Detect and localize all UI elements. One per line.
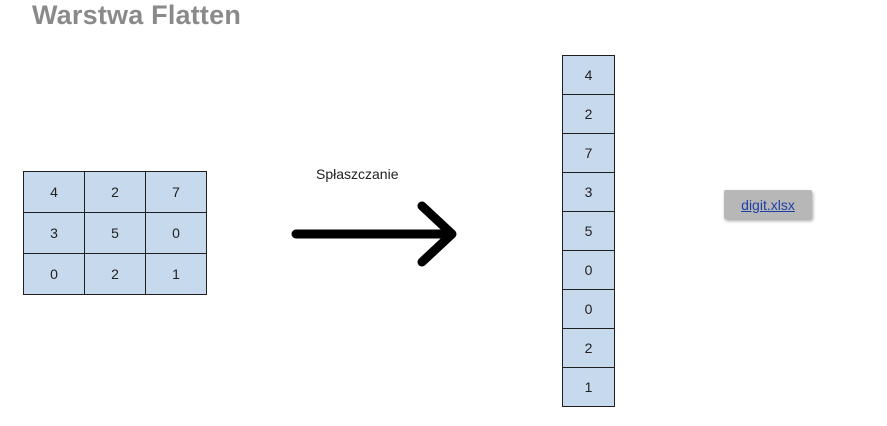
matrix-row: 0 2 1	[23, 253, 207, 295]
matrix-cell: 0	[23, 253, 85, 295]
vector-cell: 2	[562, 328, 615, 368]
matrix-cell: 2	[84, 171, 146, 213]
matrix-row: 3 5 0	[23, 212, 207, 254]
matrix-cell: 3	[23, 212, 85, 254]
matrix-cell: 1	[145, 253, 207, 295]
vector-cell: 4	[562, 55, 615, 95]
flatten-operation-label: Spłaszczanie	[316, 166, 399, 182]
matrix-cell: 7	[145, 171, 207, 213]
vector-cell: 0	[562, 250, 615, 290]
digit-file-button[interactable]: digit.xlsx	[724, 190, 812, 219]
vector-cell: 1	[562, 367, 615, 407]
matrix-cell: 0	[145, 212, 207, 254]
vector-cell: 7	[562, 133, 615, 173]
vector-cell: 0	[562, 289, 615, 329]
input-matrix: 4 2 7 3 5 0 0 2 1	[23, 171, 207, 295]
matrix-row: 4 2 7	[23, 171, 207, 213]
flattened-vector: 4 2 7 3 5 0 0 2 1	[562, 55, 615, 407]
vector-cell: 2	[562, 94, 615, 134]
vector-cell: 5	[562, 211, 615, 251]
vector-cell: 3	[562, 172, 615, 212]
matrix-cell: 5	[84, 212, 146, 254]
page-title: Warstwa Flatten	[32, 0, 242, 30]
matrix-cell: 4	[23, 171, 85, 213]
digit-file-link[interactable]: digit.xlsx	[741, 196, 795, 213]
matrix-cell: 2	[84, 253, 146, 295]
right-arrow-icon	[291, 201, 457, 267]
